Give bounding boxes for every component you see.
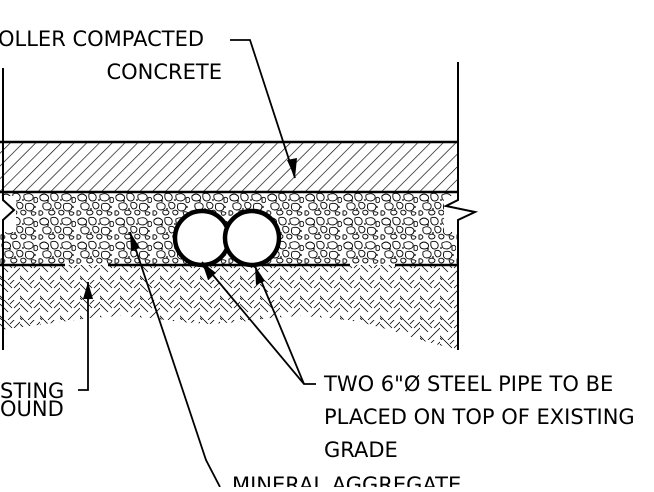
arrowhead-pipe-right — [255, 266, 265, 285]
leader-arrowheads — [83, 158, 297, 299]
ground-leader — [78, 282, 89, 391]
pipe-label-line3: GRADE — [324, 438, 398, 462]
aggregate-leader — [129, 231, 221, 488]
rcc-label-line1: OLLER COMPACTED — [0, 27, 204, 51]
pipe-label-line1: TWO 6"Ø STEEL PIPE TO BE — [323, 372, 613, 396]
aggregate-label-line1: MINERAL AGGREGATE — [232, 473, 461, 487]
steel-pipes — [172, 208, 282, 268]
steel-pipe-right — [222, 208, 282, 268]
rcc-leader — [230, 39, 296, 179]
annotations: OLLER COMPACTED CONCRETE STING OUND TWO … — [0, 27, 635, 492]
arrowhead-ground — [83, 282, 93, 299]
rcc-label-line2: CONCRETE — [106, 60, 222, 84]
concrete-layer — [0, 140, 458, 194]
arrowhead-aggregate — [130, 232, 140, 251]
leader-lines — [78, 39, 316, 488]
steel-pipe-left — [172, 208, 232, 268]
break-symbol-left — [0, 192, 16, 232]
break-symbol-right — [442, 192, 479, 232]
existing-ground-layer — [0, 265, 458, 350]
pipe-leader-b — [254, 265, 305, 385]
arrowhead-pipe-left — [202, 262, 216, 280]
ground-label-line1: STING — [0, 379, 64, 403]
pipe-label-line2: PLACED ON TOP OF EXISTING — [324, 405, 635, 429]
ground-label-line2: OUND — [0, 397, 64, 421]
arrowhead-rcc — [287, 158, 297, 178]
